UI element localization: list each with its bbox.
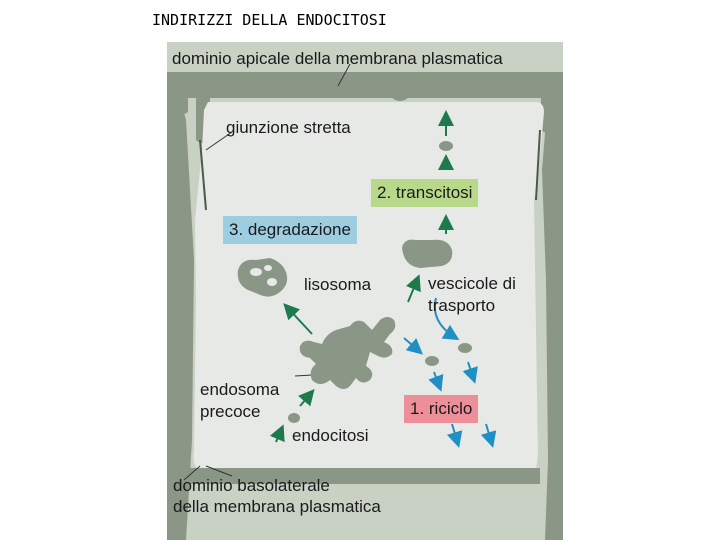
arrow-recycling-4: [446, 423, 463, 448]
lysosome: [237, 258, 288, 297]
arrow-recycling-1: [403, 337, 424, 355]
degradation-label: 3. degradazione: [223, 216, 357, 244]
tight-junction-right: [535, 129, 541, 201]
left-membrane: [167, 98, 194, 540]
transcytosis-label: 2. transcitosi: [371, 179, 479, 207]
apical-membrane: [167, 72, 563, 143]
arrow-endocytosis-up: [269, 424, 285, 443]
transcytosis-endosome: [402, 239, 453, 268]
lysosome-vesicle-3: [264, 265, 272, 271]
endocytosis-label: endocitosi: [292, 426, 369, 445]
vesicle-endocytosis: [288, 413, 300, 423]
transport-vesicles-label-1: vescicole di: [428, 274, 516, 293]
right-membrane: [542, 98, 563, 540]
apical-leader: [337, 63, 351, 87]
vesicle-recycling-1: [458, 343, 472, 353]
lysosome-label: lisosoma: [304, 275, 372, 294]
early-endosome-label-1: endosoma: [200, 380, 280, 399]
apical-domain-label: dominio apicale della membrana plasmatic…: [172, 49, 503, 68]
tight-junction-left: [199, 139, 207, 211]
arrow-recycling-5: [480, 423, 497, 448]
arrow-to-lysosome: [283, 303, 313, 335]
arrow-recycling-3: [462, 361, 478, 384]
vesicle-transcytosis: [439, 141, 453, 151]
lysosome-vesicle-1: [250, 268, 262, 276]
slide-title: INDIRIZZI DELLA ENDOCITOSI: [152, 11, 387, 29]
early-endosome: [299, 317, 396, 389]
basolateral-membrane: [167, 462, 540, 484]
basolateral-leader-2: [205, 465, 233, 477]
tight-junction-label: giunzione stretta: [226, 118, 351, 137]
basolateral-domain-label-1: dominio basolaterale: [173, 476, 330, 495]
lysosome-vesicle-2: [267, 278, 277, 286]
junction-leader: [205, 131, 233, 151]
basolateral-domain-label-2: della membrana plasmatica: [173, 497, 381, 516]
recycling-label: 1. riciclo: [404, 395, 479, 423]
transport-vesicles-label-2: trasporto: [428, 296, 496, 315]
basolateral-leader-1: [183, 465, 201, 481]
arrow-recycling-curve: [434, 297, 460, 341]
arrow-endosome-to-transport: [406, 274, 421, 303]
early-endosome-label-2: precoce: [200, 402, 261, 421]
arrow-vesicle-to-endosome: [298, 388, 315, 407]
arrow-recycling-2: [428, 371, 444, 392]
vesicle-recycling-2: [425, 356, 439, 366]
